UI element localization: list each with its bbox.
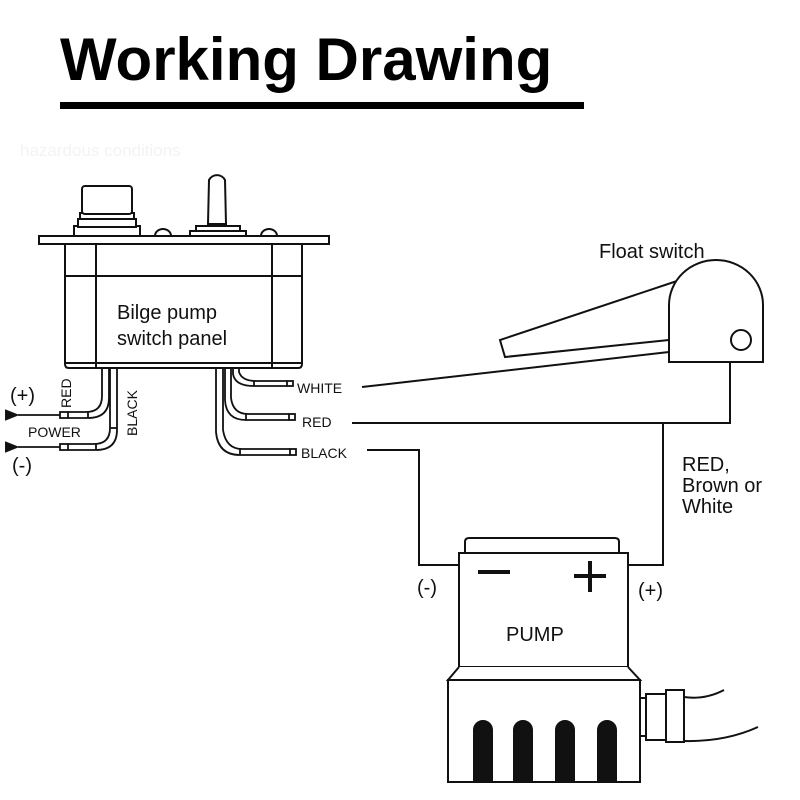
red-to-float-wire: [352, 361, 731, 424]
power-negative-label: (-): [12, 455, 32, 477]
panel-output-wires: [215, 368, 297, 456]
intake-slot-icon: [513, 720, 533, 783]
switch-panel: [38, 174, 330, 369]
pump-base-bevel: [445, 666, 643, 681]
pump-polarity-symbols: [478, 561, 606, 592]
panel-flange: [38, 235, 330, 245]
pump-wire-note-line3: White: [682, 496, 733, 518]
ghost-watermark-text: hazardous conditions: [20, 141, 181, 160]
black-power-wire-label: BLACK: [124, 389, 140, 436]
pump: [445, 537, 759, 783]
pump-wire-note-line2: Brown or: [682, 475, 762, 497]
power-positive-label: (+): [10, 385, 35, 407]
white-wire-label: WHITE: [297, 380, 342, 396]
intake-slot-icon: [473, 720, 493, 783]
pump-outlet-inner: [645, 693, 667, 741]
hose-top: [683, 689, 725, 699]
float-arm: [498, 279, 681, 359]
red-wire-label: RED: [302, 414, 332, 430]
pump-outlet-outer: [665, 689, 685, 743]
pump-negative-terminal-label: (-): [417, 577, 437, 599]
page-title: Working Drawing: [60, 26, 553, 93]
float-pivot-icon: [730, 329, 752, 351]
panel-label-line2: switch panel: [117, 328, 227, 350]
intake-slot-icon: [555, 720, 575, 783]
red-power-wire-label: RED: [58, 378, 74, 408]
intake-slot-icon: [597, 720, 617, 783]
connection-wires: [352, 351, 731, 566]
pump-label: PUMP: [506, 624, 564, 646]
red-to-pump-positive-wire: [628, 423, 664, 566]
white-to-float-wire: [361, 351, 670, 388]
push-button-icon: [73, 185, 141, 237]
pump-positive-terminal-label: (+): [638, 580, 663, 602]
panel-label-line1: Bilge pump: [117, 302, 217, 324]
hose-bottom: [683, 726, 759, 743]
black-to-pump-negative-wire: [367, 449, 459, 566]
pump-cap: [464, 537, 620, 553]
float-switch: [498, 259, 764, 363]
power-wires: [5, 368, 118, 453]
panel-screw-right-icon: [259, 228, 279, 237]
power-label: POWER: [28, 424, 81, 440]
title-underline: [60, 102, 584, 109]
toggle-switch-icon: [189, 174, 247, 237]
panel-screw-left-icon: [153, 228, 173, 237]
float-switch-label: Float switch: [599, 241, 705, 263]
black-wire-label: BLACK: [301, 445, 348, 461]
pump-wire-note-line1: RED,: [682, 454, 730, 476]
